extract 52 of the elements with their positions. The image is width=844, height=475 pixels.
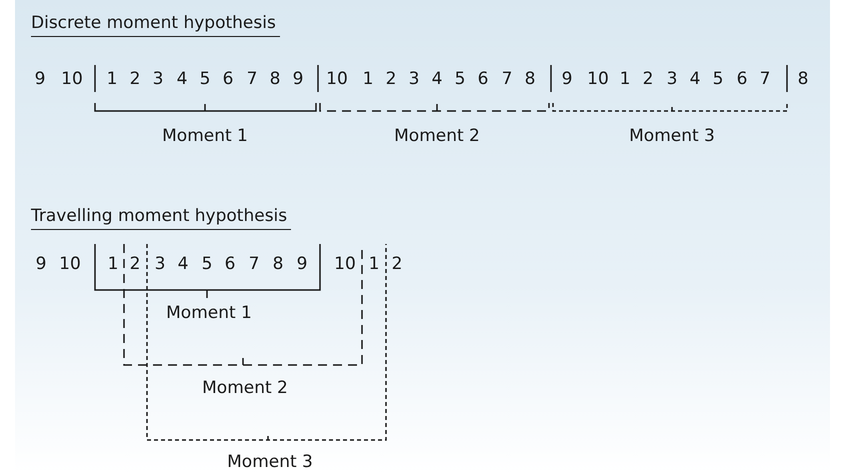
- count-number: 6: [478, 69, 488, 89]
- count-number: 4: [690, 69, 700, 89]
- count-number: 10: [334, 254, 356, 274]
- count-number: 7: [760, 69, 770, 89]
- count-number: 8: [272, 254, 284, 274]
- count-number: 5: [454, 69, 466, 89]
- count-number: 3: [154, 254, 166, 274]
- count-number: 1: [368, 254, 380, 274]
- count-number: 1: [108, 254, 118, 274]
- count-number: 10: [61, 69, 83, 89]
- count-number: 6: [736, 69, 748, 89]
- moment-label: Moment 2: [394, 126, 480, 146]
- count-number: 3: [408, 69, 420, 89]
- count-number: 10: [59, 254, 81, 274]
- count-number: 7: [248, 254, 260, 274]
- count-number: 7: [246, 69, 258, 89]
- count-number: 9: [296, 254, 308, 274]
- count-number: 2: [130, 254, 140, 274]
- count-number: 6: [224, 254, 236, 274]
- count-number: 9: [292, 69, 304, 89]
- count-number: 1: [106, 69, 118, 89]
- section-heading: Travelling moment hypothesis: [31, 206, 292, 230]
- count-number: 2: [130, 69, 140, 89]
- count-number: 3: [666, 69, 678, 89]
- count-number: 3: [152, 69, 164, 89]
- count-number: 10: [587, 69, 609, 89]
- count-number: 7: [502, 69, 512, 89]
- count-number: 5: [202, 254, 212, 274]
- count-number: 10: [326, 69, 348, 89]
- count-number: 9: [36, 254, 46, 274]
- count-number: 2: [392, 254, 402, 274]
- moment-label: Moment 2: [202, 378, 288, 398]
- count-number: 9: [562, 69, 572, 89]
- count-number: 8: [798, 69, 808, 89]
- moment-label: Moment 3: [227, 452, 313, 472]
- count-number: 8: [524, 69, 536, 89]
- section-heading: Discrete moment hypothesis: [31, 13, 280, 37]
- count-number: 9: [34, 69, 46, 89]
- moment-label: Moment 1: [166, 303, 252, 323]
- count-number: 8: [270, 69, 280, 89]
- count-number: 5: [200, 69, 210, 89]
- count-number: 4: [176, 69, 188, 89]
- moment-label: Moment 3: [629, 126, 715, 146]
- count-number: 1: [620, 69, 630, 89]
- count-number: 6: [222, 69, 234, 89]
- count-number: 4: [178, 254, 188, 274]
- count-number: 1: [362, 69, 374, 89]
- count-number: 4: [432, 69, 442, 89]
- moment-label: Moment 1: [162, 126, 248, 146]
- count-number: 2: [642, 69, 654, 89]
- count-number: 5: [712, 69, 724, 89]
- count-number: 2: [386, 69, 396, 89]
